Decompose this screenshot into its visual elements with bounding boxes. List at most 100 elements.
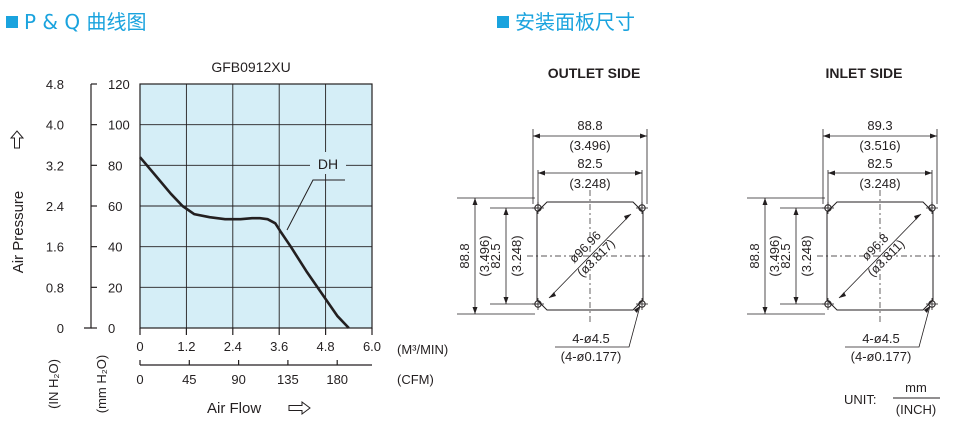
inlet-side-title: INLET SIDE bbox=[825, 65, 902, 81]
x-unit-m3min: (M³/MIN) bbox=[397, 342, 448, 357]
arrow-right-icon bbox=[925, 170, 932, 176]
x-tick-label-m3: 6.0 bbox=[363, 339, 381, 354]
x-tick-label-cfm: 90 bbox=[231, 372, 245, 387]
hole-callout-mm: 4-ø4.5 bbox=[862, 331, 900, 346]
dim-left-inner-in: (3.248) bbox=[509, 235, 524, 276]
y-axis-title: Air Pressure bbox=[10, 191, 27, 274]
x-tick-label-cfm: 45 bbox=[182, 372, 196, 387]
hole-callout-mm: 4-ø4.5 bbox=[572, 331, 610, 346]
hole-callout-in: (4-ø0.177) bbox=[561, 349, 622, 364]
arrow-right-icon bbox=[635, 170, 642, 176]
dim-top-outer-mm: 89.3 bbox=[867, 118, 892, 133]
x-tick-label-m3: 4.8 bbox=[317, 339, 335, 354]
dim-top-inner-in: (3.248) bbox=[859, 176, 900, 191]
dh-annotation: DH bbox=[318, 156, 338, 172]
x-tick-label-cfm: 135 bbox=[277, 372, 299, 387]
dh-leader-line bbox=[286, 179, 345, 231]
unit-label: UNIT: bbox=[844, 392, 877, 407]
arrow-up-icon bbox=[9, 130, 25, 149]
arrow-left-icon bbox=[828, 170, 835, 176]
x-tick-label-cfm: 180 bbox=[326, 372, 348, 387]
y-unit-mmh2o: (mm H₂O) bbox=[94, 355, 109, 413]
arrow-right-icon bbox=[640, 133, 647, 139]
dh-label-bg bbox=[310, 152, 346, 174]
y-tick-label-inh2o: 4.8 bbox=[46, 77, 64, 92]
outlet-side-title: OUTLET SIDE bbox=[548, 65, 641, 81]
hole-callout-leader bbox=[555, 305, 641, 348]
arrow-up-icon bbox=[762, 198, 768, 205]
pq-chart: GFB0912XU 00.81.62.43.24.04.8 0204060801… bbox=[9, 59, 448, 417]
arrow-diag-icon bbox=[839, 292, 846, 298]
outlet-drawing: 88.8(3.496)82.5(3.248)88.8(3.496)82.5(3.… bbox=[457, 118, 653, 364]
dim-top-inner-mm: 82.5 bbox=[577, 156, 602, 171]
pq-title-text: P & Q 曲线图 bbox=[24, 10, 147, 34]
y-axis-line-mm bbox=[84, 84, 92, 329]
x-tick-label-cfm: 0 bbox=[136, 372, 143, 387]
arrow-diag-icon bbox=[549, 292, 556, 298]
dim-top-inner-in: (3.248) bbox=[569, 176, 610, 191]
dim-left-inner-mm: 82.5 bbox=[488, 243, 503, 268]
arrow-up-icon bbox=[793, 208, 799, 215]
arrow-down-icon bbox=[762, 307, 768, 314]
y-tick-label-mm: 60 bbox=[108, 199, 122, 214]
dim-top-inner-mm: 82.5 bbox=[867, 156, 892, 171]
x-tick-label-m3: 0 bbox=[136, 339, 143, 354]
dim-top-outer-mm: 88.8 bbox=[577, 118, 602, 133]
panel-cutout-outline bbox=[536, 201, 644, 311]
hole-callout-in: (4-ø0.177) bbox=[851, 349, 912, 364]
arrow-down-icon bbox=[793, 297, 799, 304]
mount-title-text: 安装面板尺寸 bbox=[515, 10, 635, 34]
square-bullet-icon bbox=[497, 16, 509, 28]
x-axis-title: Air Flow bbox=[207, 400, 261, 417]
diameter-line bbox=[838, 213, 922, 299]
x-tick-label-m3: 2.4 bbox=[224, 339, 242, 354]
y-tick-label-inh2o: 1.6 bbox=[46, 240, 64, 255]
x-unit-cfm: (CFM) bbox=[397, 372, 434, 387]
arrow-up-icon bbox=[472, 198, 478, 205]
mount-section-title: 安装面板尺寸 bbox=[497, 6, 635, 35]
dim-left-inner-in: (3.248) bbox=[799, 235, 814, 276]
y-tick-label-mm: 40 bbox=[108, 240, 122, 255]
dim-left-outer-in: (3.496) bbox=[767, 235, 782, 276]
hole-callout-leader bbox=[845, 305, 931, 348]
y-axis-inh2o: 00.81.62.43.24.04.8 bbox=[46, 77, 64, 336]
arrow-right-icon bbox=[288, 401, 311, 415]
dim-left-inner-mm: 82.5 bbox=[778, 243, 793, 268]
square-bullet-icon bbox=[6, 16, 18, 28]
y-tick-label-inh2o: 3.2 bbox=[46, 158, 64, 173]
dim-top-outer-in: (3.516) bbox=[859, 138, 900, 153]
y-unit-inh2o: (IN H₂O) bbox=[46, 359, 61, 409]
arrow-up-icon bbox=[503, 208, 509, 215]
pq-section-title: P & Q 曲线图 bbox=[6, 6, 146, 35]
y-tick-label-inh2o: 0 bbox=[57, 321, 64, 336]
unit-denominator: (INCH) bbox=[896, 402, 936, 417]
series-line-dh bbox=[139, 156, 350, 329]
arrow-leader-icon bbox=[634, 306, 640, 313]
y-tick-label-inh2o: 2.4 bbox=[46, 199, 64, 214]
inlet-drawing: 89.3(3.516)82.5(3.248)88.8(3.496)82.5(3.… bbox=[747, 118, 943, 364]
dim-top-outer-in: (3.496) bbox=[569, 138, 610, 153]
y-tick-label-mm: 0 bbox=[108, 321, 115, 336]
arrow-leader-icon bbox=[924, 306, 930, 313]
y-tick-label-inh2o: 4.0 bbox=[46, 118, 64, 133]
panel-cutout-outline bbox=[826, 201, 934, 311]
dim-left-outer-mm: 88.8 bbox=[457, 243, 472, 268]
y-tick-label-mm: 120 bbox=[108, 77, 130, 92]
x-tick-label-m3: 1.2 bbox=[177, 339, 195, 354]
y-tick-label-mm: 100 bbox=[108, 118, 130, 133]
x-tick-label-m3: 3.6 bbox=[270, 339, 288, 354]
arrow-diag-icon bbox=[914, 214, 921, 220]
x-axis-m3min: 0 1.2 2.4 3.6 4.8 6.0 bbox=[136, 328, 381, 354]
dim-left-outer-in: (3.496) bbox=[477, 235, 492, 276]
diameter-line bbox=[548, 213, 632, 299]
unit-note: UNIT: mm (INCH) bbox=[844, 380, 940, 417]
dim-left-outer-mm: 88.8 bbox=[747, 243, 762, 268]
arrow-diag-icon bbox=[624, 214, 631, 220]
y-tick-label-mm: 20 bbox=[108, 280, 122, 295]
arrow-left-icon bbox=[538, 170, 545, 176]
arrow-right-icon bbox=[930, 133, 937, 139]
arrow-down-icon bbox=[472, 307, 478, 314]
chart-title: GFB0912XU bbox=[211, 59, 290, 75]
arrow-left-icon bbox=[823, 133, 830, 139]
